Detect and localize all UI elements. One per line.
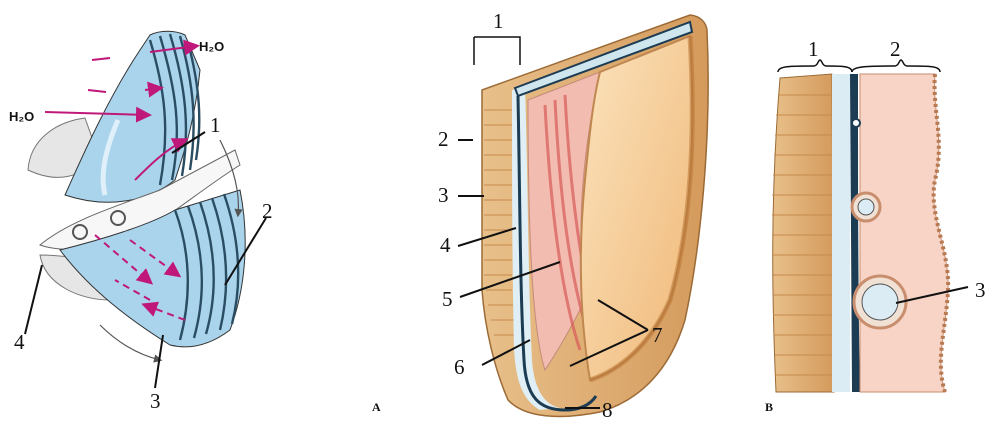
striated-layer [773, 74, 834, 392]
light-band [832, 74, 850, 392]
label-b-7: 7 [652, 323, 663, 347]
label-c-1: 1 [808, 37, 819, 61]
label-b-2: 2 [438, 127, 449, 151]
gill-filaments-upper [65, 31, 200, 202]
label-b-1: 1 [493, 9, 504, 33]
label-c-3: 3 [975, 278, 986, 302]
label-b-4: 4 [440, 233, 451, 257]
gill-section-a: 1 2 3 4 5 6 7 8 A [372, 9, 708, 422]
water-out-label: H₂O [199, 39, 224, 54]
label-a-1: 1 [210, 113, 221, 137]
label-b-8: 8 [602, 398, 613, 422]
label-b-5: 5 [442, 287, 453, 311]
pink-tissue [860, 74, 948, 392]
label-b-3: 3 [438, 183, 449, 207]
water-in-label: H₂O [9, 109, 34, 124]
label-a-4: 4 [14, 330, 25, 354]
panel-letter-a: A [372, 400, 381, 414]
label-a-2: 2 [262, 199, 273, 223]
label-c-2: 2 [890, 37, 901, 61]
label-a-3: 3 [150, 389, 161, 413]
gill-section-b: 1 2 3 B [765, 37, 986, 414]
gill-diagram: H₂O H₂O 1 2 3 4 [9, 31, 273, 413]
panel-letter-b: B [765, 400, 773, 414]
label-b-6: 6 [454, 355, 465, 379]
